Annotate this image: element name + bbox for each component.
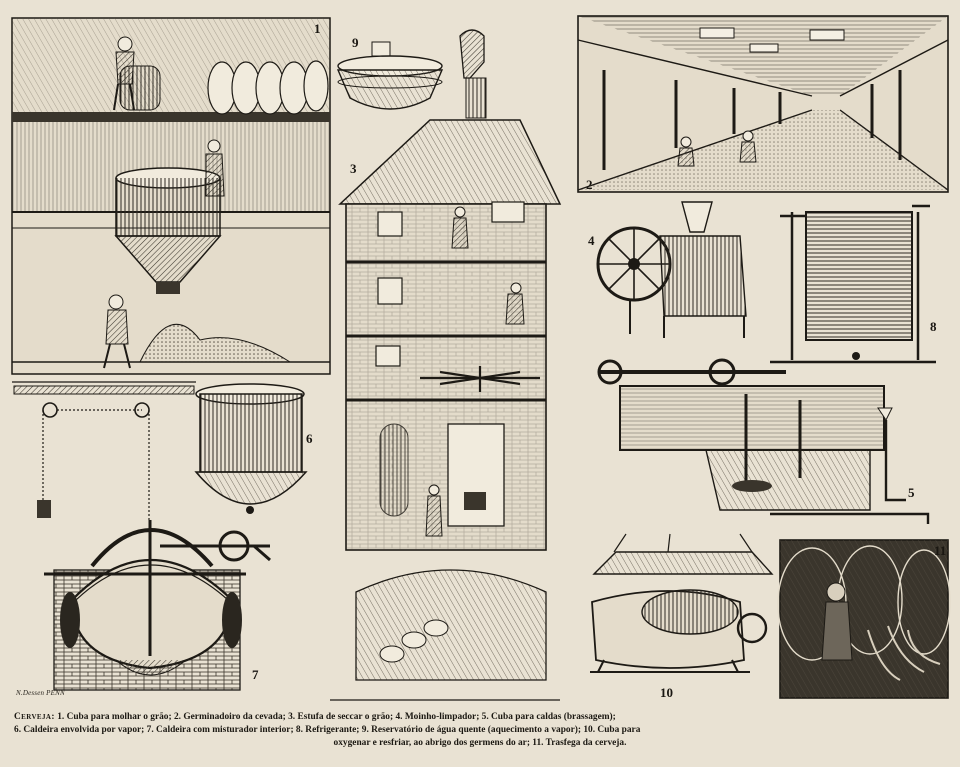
engraver-signature: N.Dessen PENN: [16, 689, 65, 697]
figure-number-1: 1: [314, 21, 321, 36]
figure-number-8: 8: [930, 319, 937, 334]
figure-number-4: 4: [588, 233, 595, 248]
figure-7-kettle-with-stirrer: [12, 381, 271, 691]
caption-line-2: 6. Caldeira envolvida por vapor; 7. Cald…: [14, 725, 641, 735]
caption-line-1: Cerveja: 1. Cuba para molhar o grão; 2. …: [14, 711, 946, 724]
figure-number-10: 10: [660, 685, 673, 700]
caption-line-1-text: 1. Cuba para molhar o grão; 2. Germinado…: [54, 712, 616, 722]
caption-lead: Cerveja:: [14, 712, 55, 722]
figure-10-oxygenating-tank: [590, 533, 774, 673]
figure-4-cleaning-mill: [596, 201, 747, 338]
figure-3-malt-kiln: [330, 29, 562, 701]
plate-caption: Cerveja: 1. Cuba para molhar o grão; 2. …: [14, 711, 946, 750]
figure-6-steam-copper: [194, 383, 308, 514]
figure-number-2: 2: [586, 177, 593, 192]
caption-line-3: oxygenar e resfriar, ao abrigo dos germe…: [333, 738, 627, 748]
figure-5-mash-tun: [597, 358, 930, 524]
figure-number-11: 11: [934, 543, 947, 558]
figure-number-5: 5: [908, 485, 915, 500]
figure-1-steeping-tank: [11, 17, 331, 375]
figure-number-6: 6: [306, 431, 313, 446]
figure-number-7: 7: [252, 667, 259, 682]
figure-9-hot-water-reservoir: [336, 41, 444, 110]
figure-number-9: 9: [352, 35, 359, 50]
figure-number-3: 3: [350, 161, 357, 176]
figure-2-germination-floor: [577, 15, 949, 193]
figure-8-cooler: [770, 204, 936, 364]
figure-11-racking-beer: [777, 539, 951, 699]
